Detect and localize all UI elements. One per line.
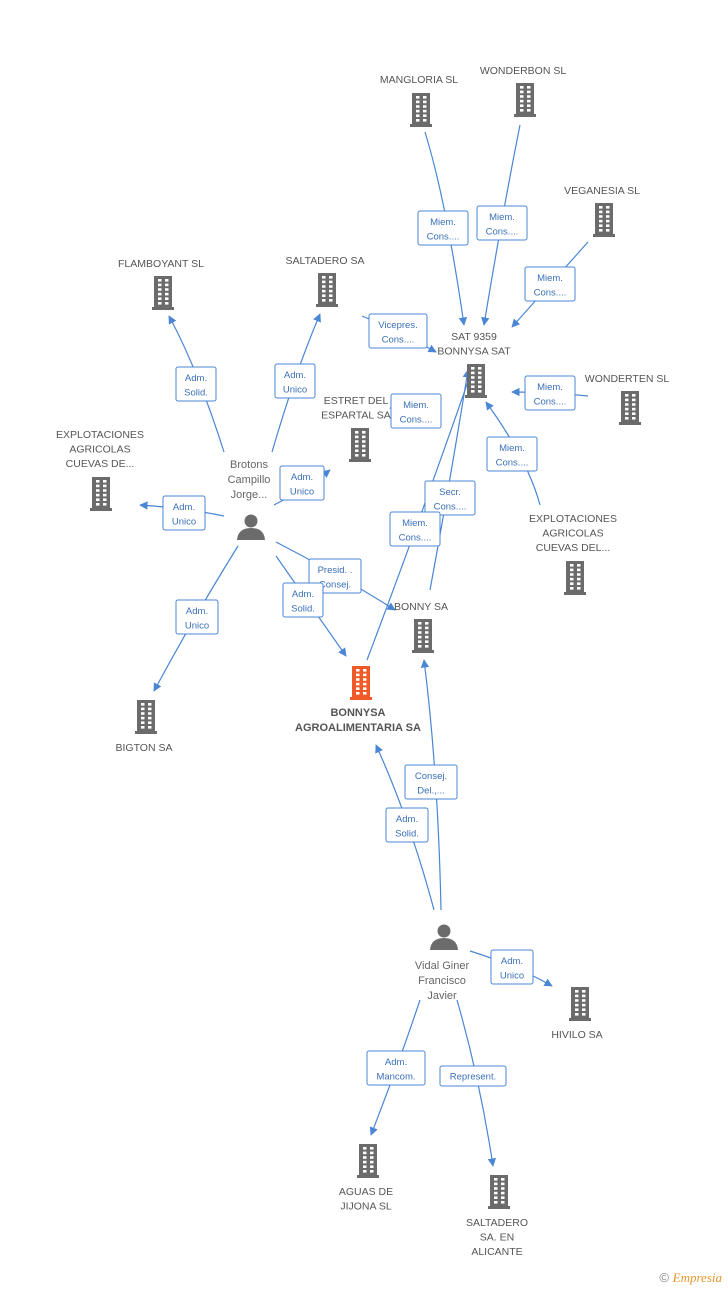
building-icon[interactable]: [412, 619, 434, 653]
company-label-saltadero: SALTADERO SA: [286, 255, 365, 267]
company-label-flamboyant: FLAMBOYANT SL: [118, 258, 204, 270]
edge-label-e-bonnysa-vidal[interactable]: Adm.Solid.: [385, 807, 429, 843]
edge-label-text: Miem.Cons....: [399, 518, 432, 544]
edge-label-e-hivilo[interactable]: Adm.Unico: [490, 949, 534, 985]
edge-label-e-saltadero2[interactable]: Represent.: [439, 1065, 507, 1087]
edge-label-text: Adm.Unico: [185, 606, 209, 632]
building-icon[interactable]: [569, 987, 591, 1021]
company-label-wonderbon: WONDERBON SL: [480, 65, 567, 77]
building-icon[interactable]: [564, 561, 586, 595]
edge-label-e-bigton[interactable]: Adm.Unico: [175, 599, 219, 635]
person-icon[interactable]: [237, 514, 265, 541]
company-label-hivilo: HIVILO SA: [551, 1029, 602, 1041]
building-icon[interactable]: [357, 1144, 379, 1178]
building-icon[interactable]: [619, 391, 641, 425]
edge-label-e-mangloria[interactable]: Miem.Cons....: [417, 210, 469, 246]
building-icon[interactable]: [410, 93, 432, 127]
edge-label-e-flamboyant[interactable]: Adm.Solid.: [175, 366, 217, 402]
company-label-veganesia: VEGANESIA SL: [564, 185, 640, 197]
main-building-icon[interactable]: [350, 666, 372, 700]
edge-label-e-bonnysa-brotons[interactable]: Adm.Solid.: [282, 582, 324, 618]
edge-label-text: Miem.Cons....: [534, 273, 567, 299]
edge-label-e-bonny-vidal[interactable]: Consej.Del.,...: [404, 764, 458, 800]
building-icon[interactable]: [593, 203, 615, 237]
company-label-bigton: BIGTON SA: [116, 742, 173, 754]
copyright-symbol: ©: [659, 1270, 670, 1285]
edge-label-layer: Miem.Cons.... Miem.Cons.... Miem.Cons.... V…: [162, 205, 576, 1087]
edge-label-e-explo2[interactable]: Miem.Cons....: [486, 436, 538, 472]
building-icon[interactable]: [316, 273, 338, 307]
edge-label-e-bonny-sat[interactable]: Secr.Cons....: [424, 480, 476, 516]
person-icon[interactable]: [430, 924, 458, 951]
building-icon[interactable]: [488, 1175, 510, 1209]
edge-label-e-veganesia[interactable]: Miem.Cons....: [524, 266, 576, 302]
building-icon[interactable]: [349, 428, 371, 462]
edge-label-e-saltadero[interactable]: Adm.Unico: [274, 363, 316, 399]
edge-label-text: Secr.Cons....: [434, 487, 467, 513]
edge-label-text: Adm.Solid.: [395, 814, 419, 840]
edge-layer: [139, 124, 589, 1167]
empresia-watermark: © Empresia: [659, 1270, 722, 1286]
building-icon[interactable]: [135, 700, 157, 734]
edge-label-e-saltadero-sat[interactable]: Vicepres.Cons....: [368, 313, 428, 349]
node-layer: MANGLORIA SL WONDERBON SL VEGANESIA SL FLAM…: [56, 65, 669, 1258]
edge-label-text: Adm.Solid.: [291, 589, 315, 615]
edge-label-text: Adm.Unico: [283, 370, 307, 396]
edge-label-text: Presid. .Consej.: [318, 565, 353, 591]
building-icon[interactable]: [152, 276, 174, 310]
edge-label-e-explo1[interactable]: Adm.Unico: [162, 495, 206, 531]
edge-label-text: Adm.Unico: [500, 956, 524, 982]
edge-label-text: Adm.Solid.: [184, 373, 208, 399]
edge-label-text: Miem.Cons....: [534, 382, 567, 408]
brand-logo: Empresia: [672, 1270, 722, 1285]
edge-label-text: Adm.Unico: [172, 502, 196, 528]
edge-label-text: Miem.Cons....: [427, 217, 460, 243]
building-icon[interactable]: [90, 477, 112, 511]
edge-label-e-wonderbon[interactable]: Miem.Cons....: [476, 205, 528, 241]
building-icon[interactable]: [514, 83, 536, 117]
edge-label-text: Miem.Cons....: [496, 443, 529, 469]
edge-label-e-bonnysa-sat[interactable]: Miem.Cons....: [389, 511, 441, 547]
edge-label-text: Consej.Del.,...: [415, 771, 447, 797]
edge-label-text: Miem.Cons....: [486, 212, 519, 238]
edge-label-e-aguas[interactable]: Adm.Mancom.: [366, 1050, 426, 1086]
company-label-wonderten: WONDERTEN SL: [585, 373, 670, 385]
edge-label-e-wonderten[interactable]: Miem.Cons....: [524, 375, 576, 411]
edge-label-text: Vicepres.Cons....: [378, 320, 417, 346]
company-label-bonny: BONNY SA: [394, 601, 448, 613]
edge-label-e-estret-brotons[interactable]: Adm.Unico: [279, 465, 325, 501]
company-label-mangloria: MANGLORIA SL: [380, 74, 458, 86]
building-icon[interactable]: [465, 364, 487, 398]
edge-label-e-estret[interactable]: Miem.Cons....: [390, 393, 442, 429]
edge-label-text: Adm.Unico: [290, 472, 314, 498]
edge-label-text: Miem.Cons....: [400, 400, 433, 426]
edge-label-text: Adm.Mancom.: [376, 1057, 415, 1083]
edge-label-text: Represent.: [450, 1072, 496, 1083]
